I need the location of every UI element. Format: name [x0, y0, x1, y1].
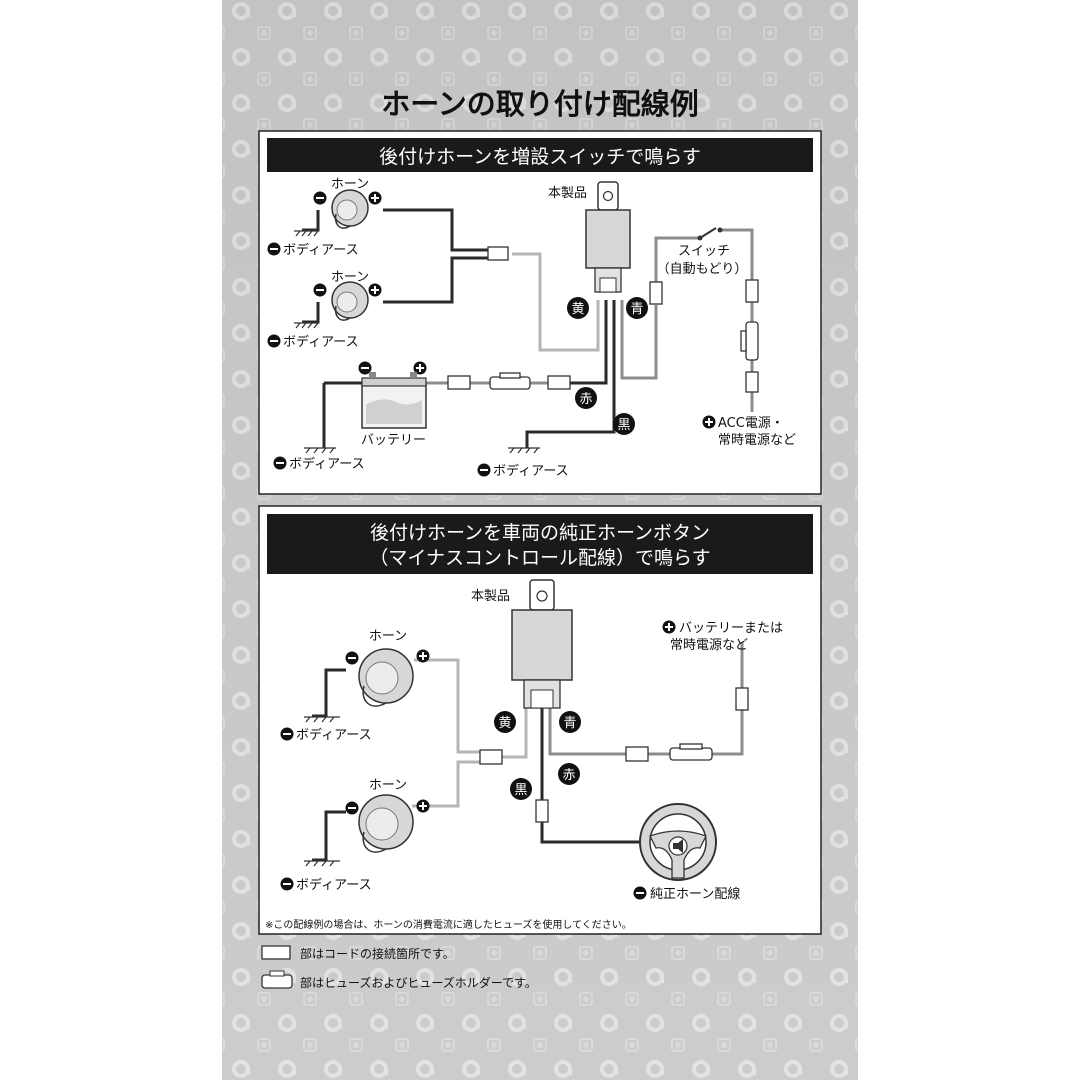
battery [361, 372, 427, 429]
switch-label: スイッチ [678, 244, 730, 259]
horn-3-label: ホーン [369, 629, 407, 644]
s2-wire-tags: 黄 青 赤 黒 [494, 711, 581, 800]
horn-4-label: ホーン [369, 778, 407, 793]
connector-legend-swatch [261, 945, 291, 960]
tag-black: 黒 [514, 783, 527, 798]
relay-product-2 [511, 579, 573, 709]
section1-gray-wires [426, 228, 754, 412]
section2-dark-wires [312, 668, 640, 862]
s2-connectors [479, 687, 749, 823]
section2-ground-symbols [304, 716, 340, 867]
section2-heading-2: （マイナスコントロール配線）で鳴らす [369, 547, 710, 569]
horn-2 [331, 281, 369, 321]
legend-connector: 部はコードの接続箇所です。 [300, 946, 455, 961]
s2-battery-label-1: バッテリーまたは [679, 621, 783, 636]
section2-note: ※この配線例の場合は、ホーンの消費電流に適したヒューズを使用してください。 [265, 918, 632, 931]
horn-1-label: ホーン [331, 177, 369, 192]
section-oem-button-diagram: 後付けホーンを車両の純正ホーンボタン （マイナスコントロール配線）で鳴らす [258, 505, 822, 935]
s1-fuse-holders [489, 321, 759, 390]
tag-black: 黒 [617, 418, 630, 433]
s2-earth-label-1: ボディアース [296, 727, 372, 743]
section2-gray-wires [548, 642, 744, 756]
legend: 部はコードの接続箇所です。 部はヒューズおよびヒューズホルダーです。 [261, 945, 537, 990]
horn-2-label: ホーン [331, 270, 369, 285]
oem-horn-label: 純正ホーン配線 [650, 886, 740, 902]
s2-earth-label-2: ボディアース [296, 877, 372, 893]
section2-heading-1: 後付けホーンを車両の純正ホーンボタン [370, 522, 710, 544]
s1-earth-label-1: ボディアース [283, 242, 359, 258]
s1-polarity-badges [267, 191, 716, 477]
tag-red: 赤 [562, 768, 575, 783]
section1-heading: 後付けホーンを増設スイッチで鳴らす [379, 146, 701, 168]
section-switch-diagram: 後付けホーンを増設スイッチで鳴らす [258, 130, 822, 495]
s1-wire-tags: 黄 青 赤 黒 [567, 297, 648, 435]
s1-earth-label-2: ボディアース [283, 334, 359, 350]
horn-4 [358, 794, 414, 853]
tag-red: 赤 [579, 392, 592, 407]
horn-1 [331, 189, 369, 229]
horn-3 [358, 648, 414, 707]
switch-sub-label: （自動もどり） [657, 262, 748, 277]
s2-polarity-badges [280, 620, 676, 900]
relay-product-1 [585, 181, 631, 293]
section1-ground-symbols [294, 230, 540, 454]
fuse-legend-swatch [261, 974, 293, 989]
tag-blue: 青 [630, 302, 643, 317]
s2-fuse-holder [669, 743, 713, 761]
section1-heading-bar [267, 138, 813, 172]
page-title: ホーンの取り付け配線例 [381, 87, 699, 121]
s1-earth-label-4: ボディアース [493, 463, 569, 479]
s1-earth-label-3: ボディアース [289, 456, 365, 472]
acc-label-1: ACC電源・ [718, 416, 784, 431]
steering-wheel-icon [639, 803, 717, 881]
tag-blue: 青 [563, 716, 576, 731]
tag-yellow: 黄 [571, 302, 584, 317]
s2-product-label: 本製品 [471, 589, 510, 604]
s1-battery-label: バッテリー [361, 433, 426, 448]
tag-yellow: 黄 [498, 716, 511, 731]
s1-connectors [447, 246, 759, 393]
switch-symbol [697, 227, 723, 241]
acc-label-2: 常時電源など [718, 433, 796, 448]
section1-dark-wires [302, 208, 616, 448]
s2-battery-label-2: 常時電源など [670, 638, 748, 653]
section2-heading-bar [267, 514, 813, 574]
legend-fuse: 部はヒューズおよびヒューズホルダーです。 [300, 975, 537, 990]
section2-light-wires [412, 658, 528, 808]
section2-panel [258, 505, 822, 935]
section1-light-wires [512, 252, 600, 352]
s1-product-label: 本製品 [548, 186, 587, 201]
